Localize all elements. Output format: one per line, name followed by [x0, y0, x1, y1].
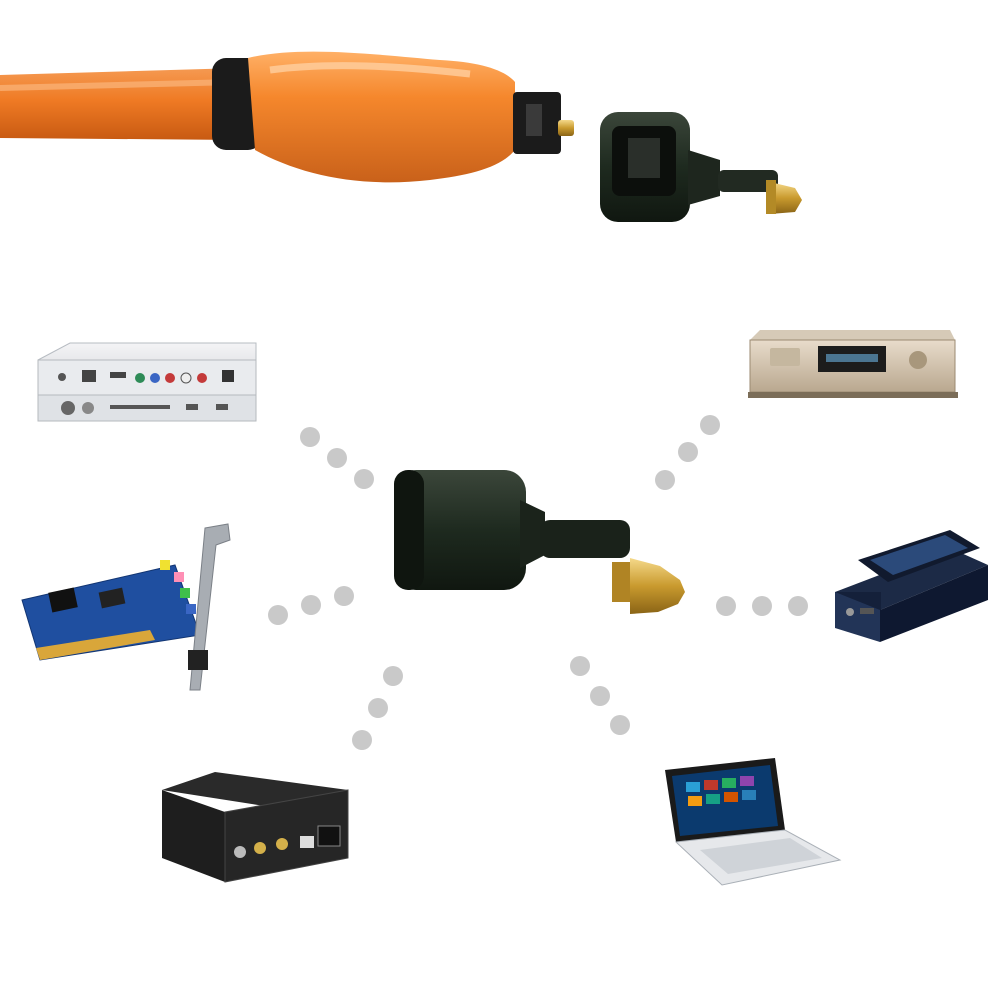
dac-box-icon	[162, 772, 349, 883]
optical-adapter-center	[394, 470, 685, 614]
media-player-icon	[37, 342, 257, 422]
amplifier-icon	[748, 330, 958, 398]
laptop-icon	[665, 758, 842, 886]
connector-dots	[268, 415, 808, 750]
optical-adapter-top	[600, 112, 802, 222]
optical-cable	[0, 51, 574, 183]
sound-card-icon	[21, 523, 231, 691]
portable-dac-icon	[835, 530, 988, 642]
